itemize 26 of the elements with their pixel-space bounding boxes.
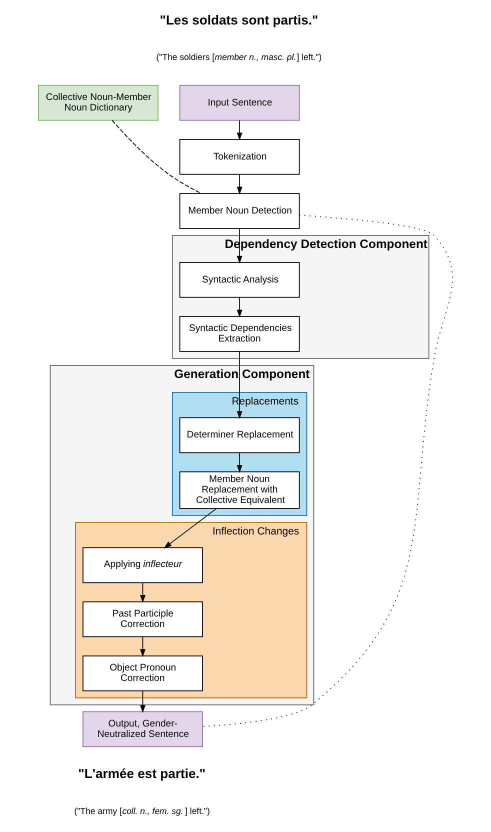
node-box: Applying inflecteur [82,547,203,584]
arrow [236,351,242,419]
connector [112,120,202,194]
node-box: Member Noun Detection [179,193,300,229]
node-box: Collective Noun-Member Noun Dictionary [38,84,158,121]
node-box: Tokenization [179,139,300,175]
node-box: Past Participle Correction [82,601,203,638]
arrow [236,120,242,141]
label: ("The army [coll. n., fem. sg.] left.") [74,806,210,816]
connector [202,214,453,727]
node-box: Determiner Replacement [179,417,300,454]
node-box: Syntactic Analysis [179,262,300,298]
node-box: Syntactic Dependencies Extraction [179,316,300,352]
node-box: Output, Gender-Neutralized Sentence [82,711,203,748]
label: ("The soldiers [member n., masc. pl.] left.") [156,52,322,62]
node-box: Member Noun Replacement with Collective Equivalent [179,471,300,509]
label: "Les soldats sont partis." [160,12,318,28]
arrow [236,174,242,195]
arrow [140,582,146,603]
arrow [140,690,146,714]
arrow [236,452,242,473]
arrow [140,636,146,657]
node-box: Object Pronoun Correction [82,655,203,692]
node-box: Input Sentence [179,84,300,121]
label: "L'armée est partie." [78,766,206,782]
arrow [236,297,242,318]
